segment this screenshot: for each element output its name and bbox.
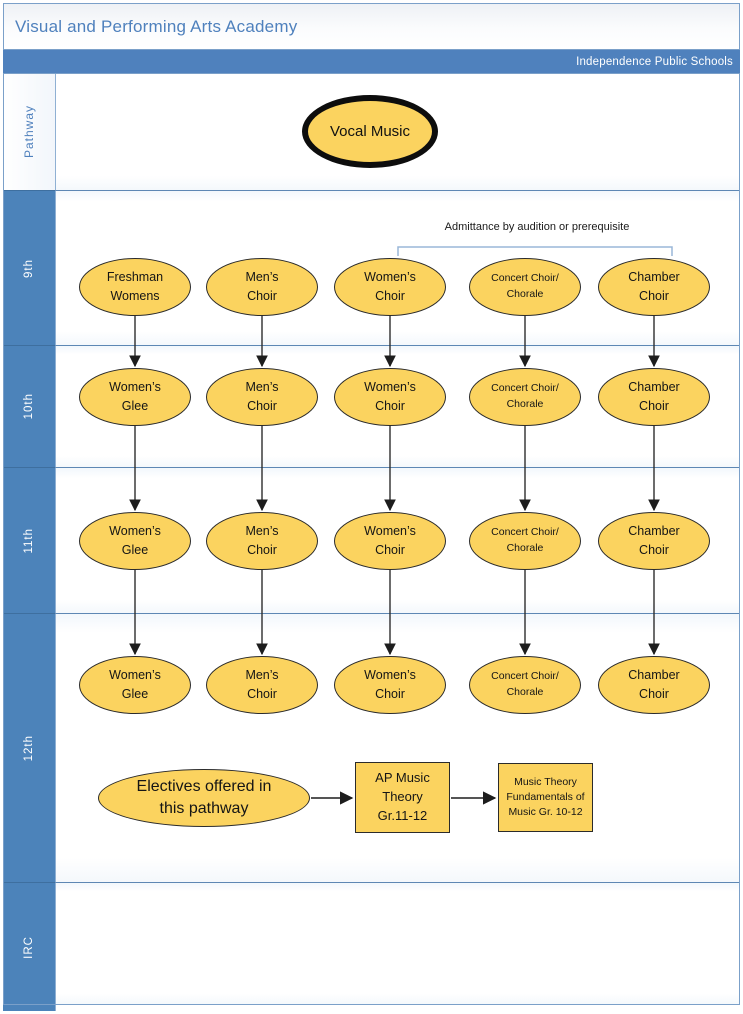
node-9th-mens-choir: Men’s Choir (206, 258, 318, 316)
sidebar-cell-9th: 9th (3, 190, 56, 345)
district-banner: Independence Public Schools (3, 50, 740, 73)
node-12th-mens-choir: Men’s Choir (206, 656, 318, 714)
node-11th-concert-choir: Concert Choir/ Chorale (469, 512, 581, 570)
sidebar-label-11th: 11th (23, 527, 35, 554)
node-electives: Electives offered in this pathway (98, 769, 310, 827)
node-vocal-music: Vocal Music (302, 95, 438, 168)
node-12th-womens-glee: Women’s Glee (79, 656, 191, 714)
sidebar-cell-10th: 10th (3, 345, 56, 467)
sidebar-label-9th: 9th (23, 258, 35, 278)
node-9th-womens-choir: Women’s Choir (334, 258, 446, 316)
node-10th-mens-choir: Men’s Choir (206, 368, 318, 426)
page-title: Visual and Performing Arts Academy (15, 16, 298, 36)
node-9th-concert-choir: Concert Choir/ Chorale (469, 258, 581, 316)
node-ap-music-theory: AP Music Theory Gr.11-12 (355, 762, 450, 833)
node-12th-womens-choir: Women’s Choir (334, 656, 446, 714)
node-9th-chamber-choir: Chamber Choir (598, 258, 710, 316)
node-10th-womens-choir: Women’s Choir (334, 368, 446, 426)
node-music-theory-fundamentals: Music Theory Fundamentals of Music Gr. 1… (498, 763, 593, 832)
row-irc (56, 882, 740, 1005)
node-10th-womens-glee: Women’s Glee (79, 368, 191, 426)
node-11th-womens-choir: Women’s Choir (334, 512, 446, 570)
node-10th-chamber-choir: Chamber Choir (598, 368, 710, 426)
title-band: Visual and Performing Arts Academy (3, 3, 740, 50)
node-11th-womens-glee: Women’s Glee (79, 512, 191, 570)
node-9th-freshman-womens: Freshman Womens (79, 258, 191, 316)
admittance-annotation: Admittance by audition or prerequisite (444, 221, 630, 233)
sidebar-cell-pathway: Pathway (3, 73, 56, 190)
sidebar-label-pathway: Pathway (22, 104, 36, 159)
district-name: Independence Public Schools (576, 55, 733, 68)
sidebar-label-10th: 10th (23, 393, 35, 420)
sidebar-label-irc: IRC (23, 935, 35, 959)
row-12th (56, 613, 740, 882)
sidebar-label-12th: 12th (23, 734, 35, 762)
sidebar-cell-irc: IRC (3, 882, 56, 1011)
node-11th-chamber-choir: Chamber Choir (598, 512, 710, 570)
node-12th-chamber-choir: Chamber Choir (598, 656, 710, 714)
node-10th-concert-choir: Concert Choir/ Chorale (469, 368, 581, 426)
node-11th-mens-choir: Men’s Choir (206, 512, 318, 570)
node-12th-concert-choir: Concert Choir/ Chorale (469, 656, 581, 714)
sidebar-cell-12th: 12th (3, 613, 56, 882)
sidebar-cell-11th: 11th (3, 467, 56, 613)
